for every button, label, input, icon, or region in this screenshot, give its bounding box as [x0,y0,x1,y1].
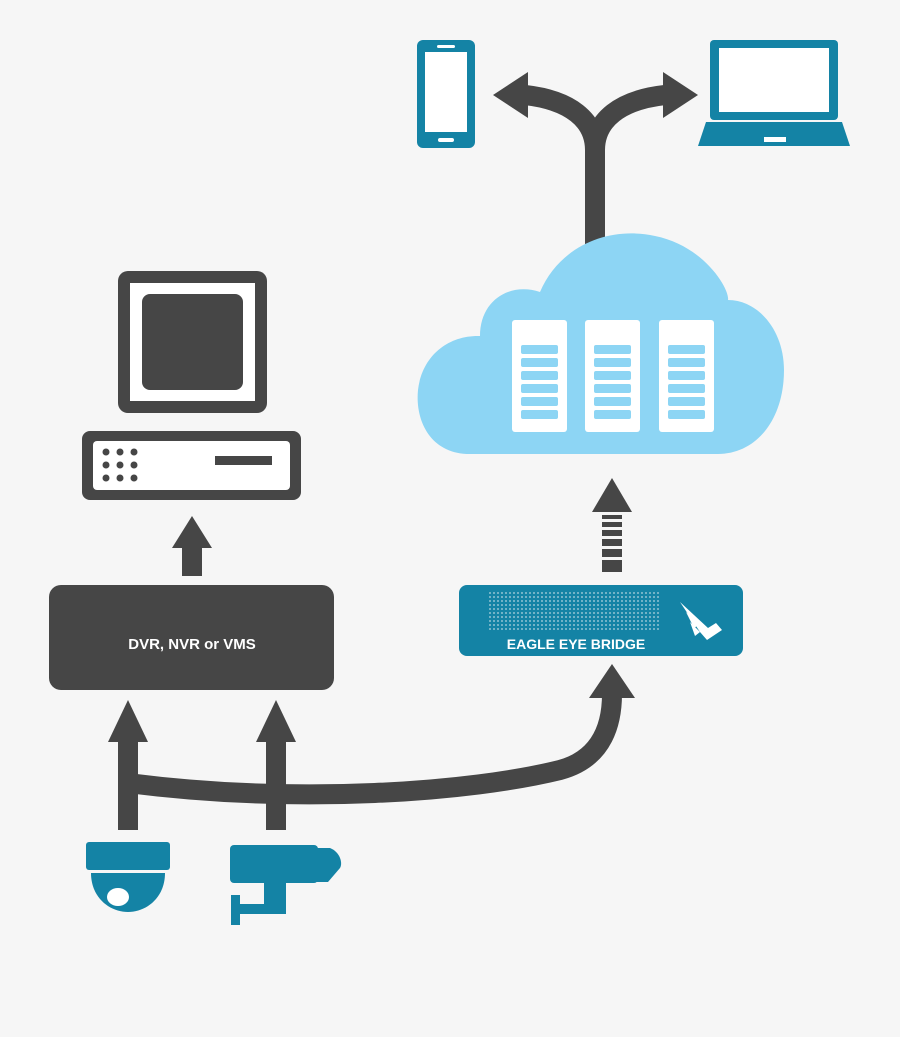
bridge-feed-arrow [126,693,622,805]
vent-grille [489,592,659,630]
fork-arrow-left-head [493,72,528,118]
fork-arrow-right-head [663,72,698,118]
server-rack-icon [512,320,567,432]
fork-arrow [523,85,667,262]
bridge-feed-arrow-head [589,664,635,698]
smartphone-icon [417,40,475,148]
recorder-up-arrow [172,516,212,576]
recorder-box [49,585,334,690]
bridge-device: EAGLE EYE BRIDGE [459,585,743,656]
eagle-logo-icon [680,602,722,640]
monitor-icon [118,271,267,413]
upload-arrow [592,478,632,572]
camera1-up-arrow [108,700,148,830]
dome-camera-icon [86,842,170,912]
bullet-camera-icon [230,845,342,925]
camera2-up-arrow [256,700,296,830]
bridge-label: EAGLE EYE BRIDGE [507,636,645,652]
recorder-label: DVR, NVR or VMS [128,636,256,653]
server-rack-icon [585,320,640,432]
dvr-box-icon [82,431,301,500]
laptop-icon [698,40,850,146]
server-rack-icon [659,320,714,432]
